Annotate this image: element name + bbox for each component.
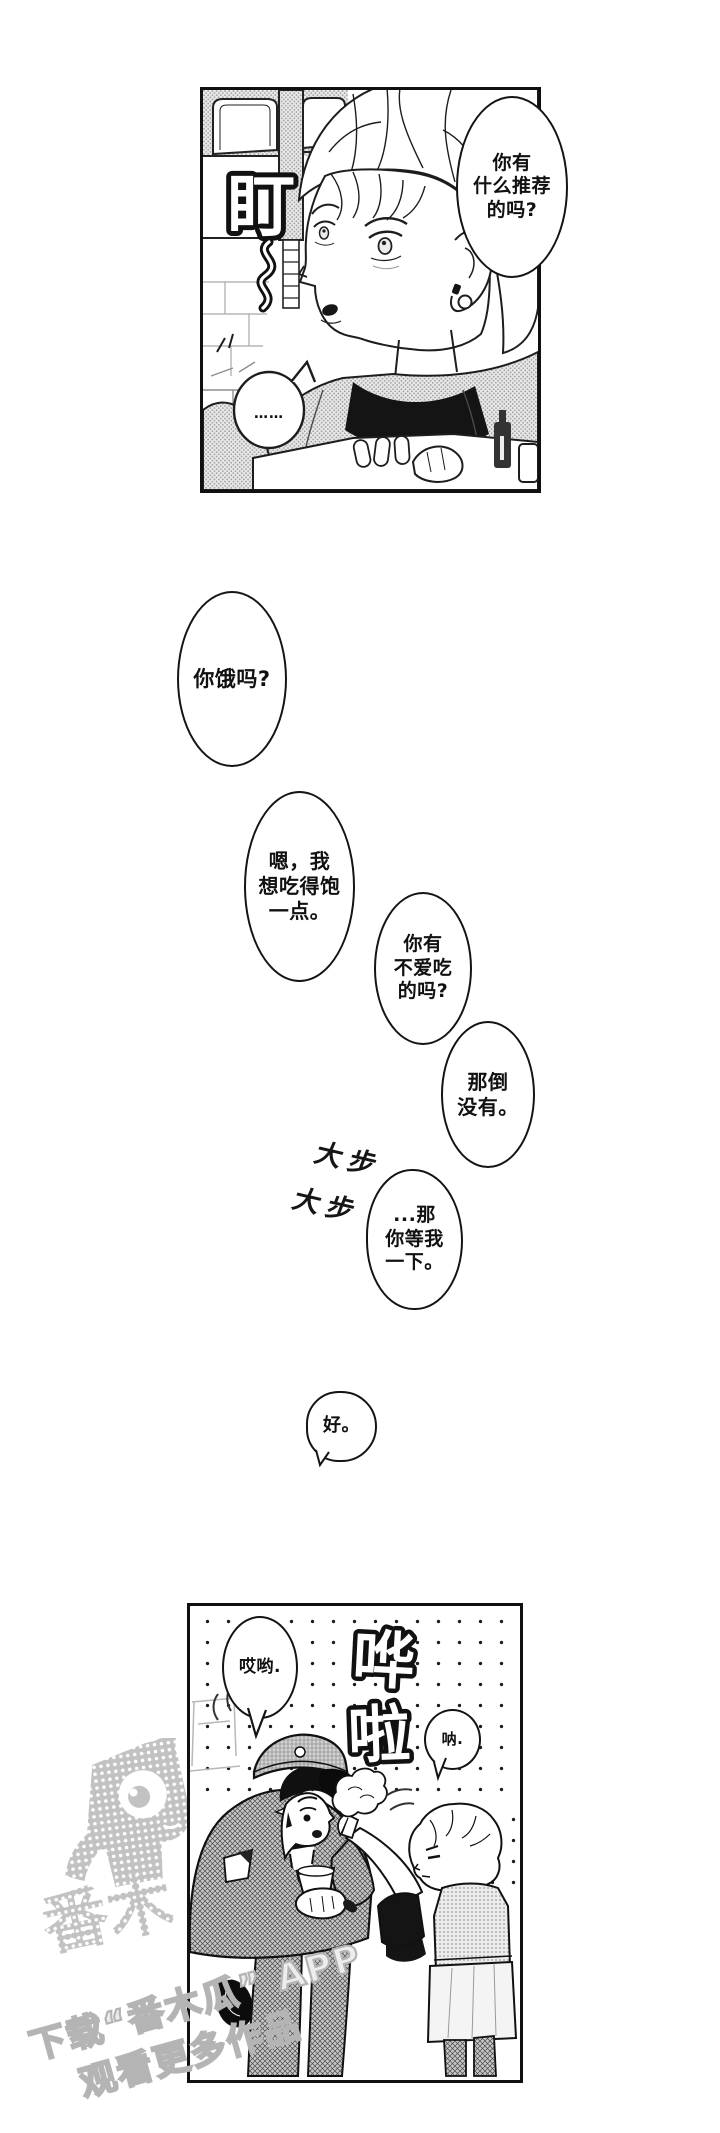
sfx-footstep-1: 大步 [310, 1138, 388, 1183]
bench-sketch [190, 1697, 241, 1772]
ear-stud [452, 283, 461, 295]
speech-bubble-ok: 好。 [306, 1391, 377, 1462]
brick-wall-sketch [203, 281, 269, 376]
seat-back-left [212, 98, 278, 156]
speech-bubble-not-really: 那倒 没有。 [441, 1021, 535, 1168]
watermark-mascot-logo: 番木 [42, 1738, 190, 1966]
earring-hoop [457, 294, 473, 310]
bubble-line: 一下。 [385, 1251, 444, 1274]
sfx-footstep-2: 大步 [288, 1184, 366, 1229]
left-eyebrow [311, 203, 340, 215]
motion-marks [385, 1788, 415, 1811]
bubble-line: ...那 [393, 1204, 436, 1227]
right-eyebrow [364, 217, 408, 227]
bubble-line: 嗯，我 [268, 849, 331, 874]
blonde-leg [473, 2035, 497, 2077]
bubble-line: 你有 [403, 933, 443, 956]
pursed-lips [322, 304, 338, 316]
bubble-line: 你饿吗? [193, 666, 271, 691]
bubble-line: 的吗? [397, 980, 449, 1003]
blonde-hair-strands [429, 1809, 491, 1847]
officer-eye [303, 1814, 311, 1822]
sfx-crash-2: 啦 [347, 1697, 412, 1772]
bubble-line: 你有 [492, 151, 532, 174]
bubble-tail [246, 1707, 268, 1740]
speech-bubble-silence [232, 370, 306, 450]
speech-bubble-recommend: 你有 什么推荐 的吗? [456, 96, 568, 278]
bubble-line: 你等我 [385, 1227, 444, 1250]
bubble-tail [315, 1449, 330, 1468]
left-eye [318, 226, 330, 240]
speech-bubble-aiyo: 哎哟. [222, 1616, 298, 1719]
blonde-eye [427, 1854, 441, 1860]
wristwatch [343, 1899, 357, 1913]
speech-bubble-eat-full: 嗯，我 想吃得饱 一点。 [244, 791, 355, 982]
fluffy-food-puff [331, 1767, 388, 1818]
wall-post [278, 90, 304, 241]
bubble-line: 好。 [323, 1415, 360, 1437]
bubble-line: 什么推荐 [472, 175, 551, 198]
officer-face [280, 1792, 336, 1861]
officer-mouth [312, 1830, 322, 1838]
bubble-line: 不爱吃 [393, 956, 453, 979]
sfx-crash-1: 哗 [351, 1622, 417, 1698]
panel-top-artwork: 盯 …… [203, 90, 538, 490]
cap-badge [294, 1746, 306, 1758]
speech-bubble-hungry: 你饿吗? [177, 591, 287, 767]
blonde-nose-mouth [413, 1863, 431, 1878]
blonde-arm [344, 1826, 424, 1906]
bubble-tail [290, 359, 317, 383]
sfx-stare: 盯 [227, 168, 295, 247]
panel-bottom: 哗 啦 哎哟. 呐. [187, 1603, 523, 2083]
mascot-body [106, 1840, 163, 1887]
bubble-line: 那倒 [467, 1069, 509, 1094]
bubble-line: 一点。 [268, 898, 331, 923]
bangs [330, 171, 426, 221]
bubble-line: 没有。 [457, 1094, 519, 1119]
blonde-hair [408, 1802, 503, 1892]
panel-bottom-artwork: 哗 啦 [190, 1618, 518, 2077]
rolled-sleeve [376, 1892, 426, 1948]
silence-text: …… [254, 406, 284, 422]
bubble-line: 的吗? [486, 198, 538, 221]
rolled-sleeve-band [386, 1938, 426, 1962]
blonde-leg [443, 2039, 467, 2077]
left-eyelid [313, 220, 336, 228]
cup [518, 443, 538, 483]
nose [297, 265, 308, 278]
bubble-line: 呐. [441, 1730, 464, 1749]
bubble-line: 想吃得饱 [258, 874, 341, 899]
watermark-logo-chars: 番木 [42, 1863, 180, 1966]
speech-bubble-dislike: 你有 不爱吃 的吗? [374, 892, 472, 1045]
bubble-tail [433, 1757, 447, 1782]
right-eyelid [368, 230, 403, 239]
counter [252, 432, 538, 490]
officer-eyebrow [297, 1796, 318, 1803]
bubble-line: 哎哟. [239, 1656, 281, 1677]
blonde-eyebrow [425, 1845, 439, 1851]
right-eye [377, 237, 393, 255]
speech-bubble-na: 呐. [424, 1709, 481, 1770]
speech-bubble-wait: ...那 你等我 一下。 [366, 1169, 463, 1310]
hand [411, 445, 464, 483]
mascot-arm [65, 1832, 108, 1882]
officer-hand [294, 1887, 347, 1920]
